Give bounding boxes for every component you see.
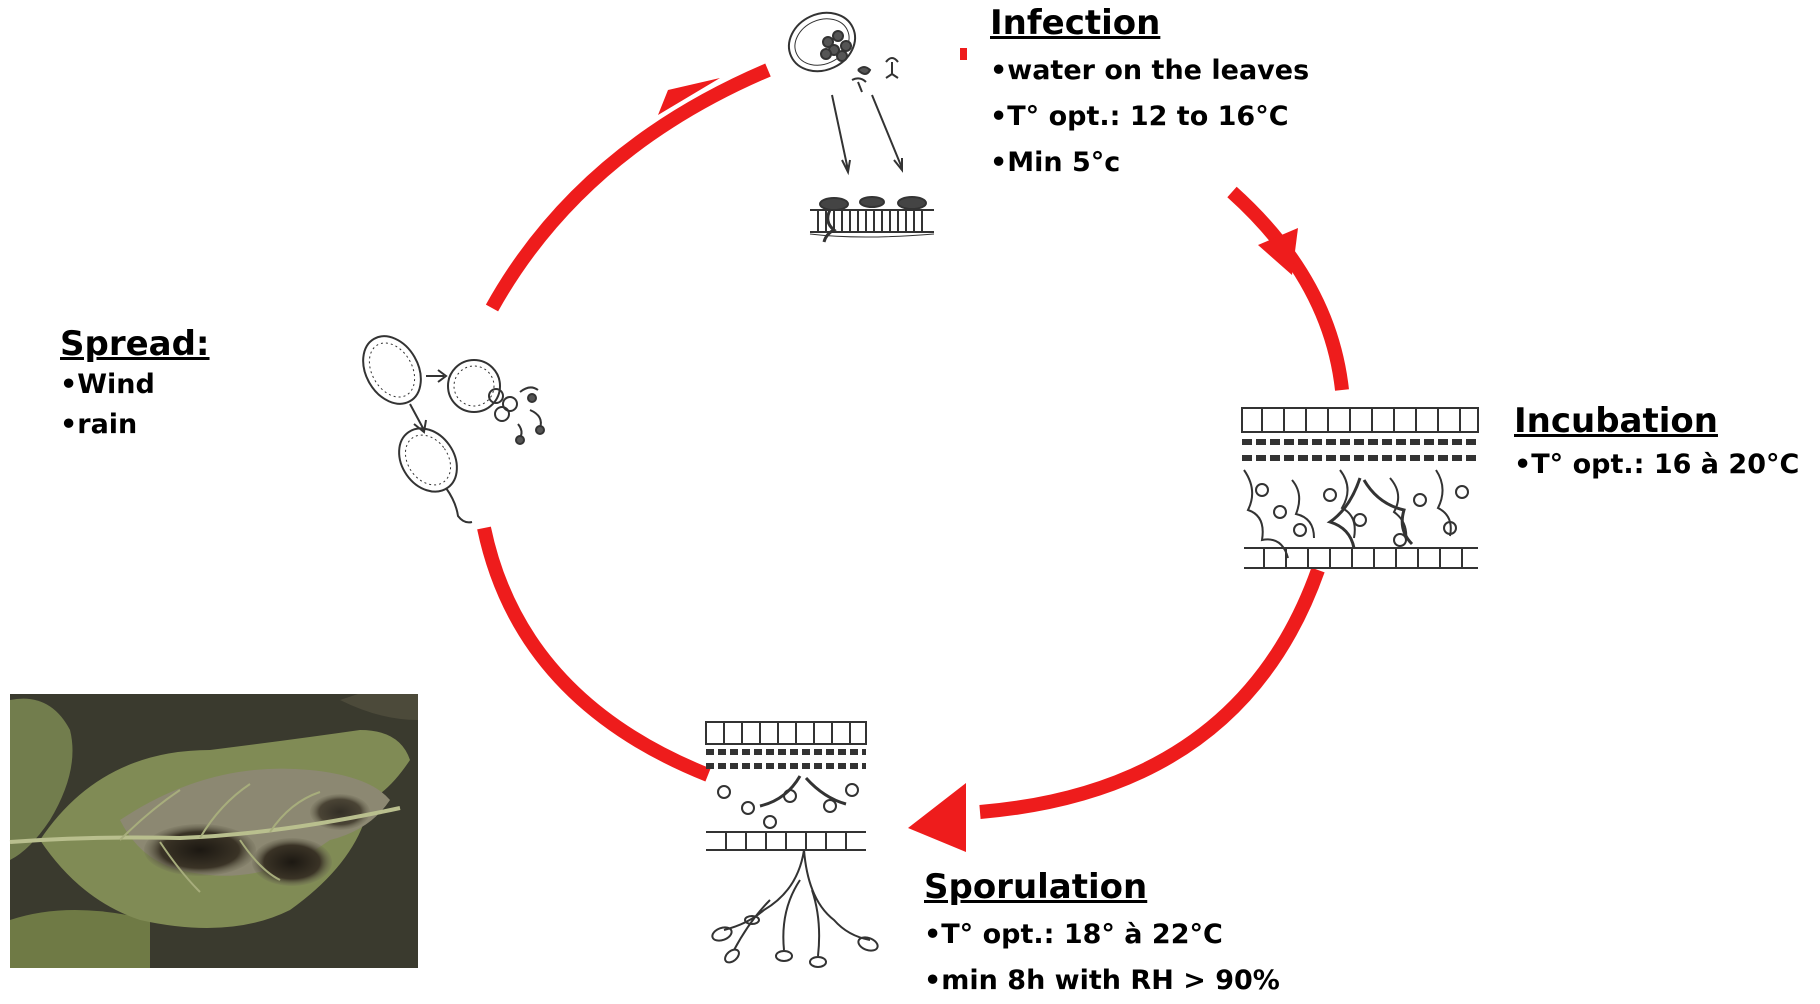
infection-title: Infection <box>990 4 1309 42</box>
incubation-conditions: T° opt.: 16 à 20°C <box>1514 442 1799 488</box>
spread-title: Spread: <box>60 325 210 363</box>
infection-illustration <box>779 2 934 242</box>
incubation-title: Incubation <box>1514 402 1799 440</box>
infection-conditions: water on the leaves T° opt.: 12 to 16°C … <box>990 48 1309 186</box>
sporulation-condition: min 8h with RH > 90% <box>924 958 1280 1004</box>
arrow-sporulation-to-spread <box>484 528 708 775</box>
incubation-condition: T° opt.: 16 à 20°C <box>1514 442 1799 488</box>
arrow-spread-to-infection <box>492 70 768 308</box>
spread-stage: Spread: Wind rain <box>60 325 210 445</box>
incubation-illustration <box>1242 408 1478 568</box>
spread-condition: Wind <box>60 365 210 405</box>
sporulation-condition: T° opt.: 18° à 22°C <box>924 912 1280 958</box>
infected-leaf-photo <box>10 694 418 968</box>
infection-stage: Infection water on the leaves T° opt.: 1… <box>990 4 1309 186</box>
spread-conditions: Wind rain <box>60 365 210 445</box>
sporulation-conditions: T° opt.: 18° à 22°C min 8h with RH > 90% <box>924 912 1280 1004</box>
infection-condition: water on the leaves <box>990 48 1309 94</box>
spread-condition: rain <box>60 405 210 445</box>
arrow-head-to-sporulation <box>908 783 966 852</box>
arrow-incubation-to-sporulation <box>980 570 1318 812</box>
incubation-stage: Incubation T° opt.: 16 à 20°C <box>1514 402 1799 488</box>
sporulation-stage: Sporulation T° opt.: 18° à 22°C min 8h w… <box>924 868 1280 1004</box>
arrow-fragment <box>960 48 967 60</box>
sporulation-title: Sporulation <box>924 868 1280 906</box>
arrow-infection-to-incubation <box>1232 192 1342 390</box>
spread-illustration <box>351 326 544 523</box>
sporulation-illustration <box>706 722 879 967</box>
infection-condition: T° opt.: 12 to 16°C <box>990 94 1309 140</box>
infection-condition: Min 5°c <box>990 140 1309 186</box>
